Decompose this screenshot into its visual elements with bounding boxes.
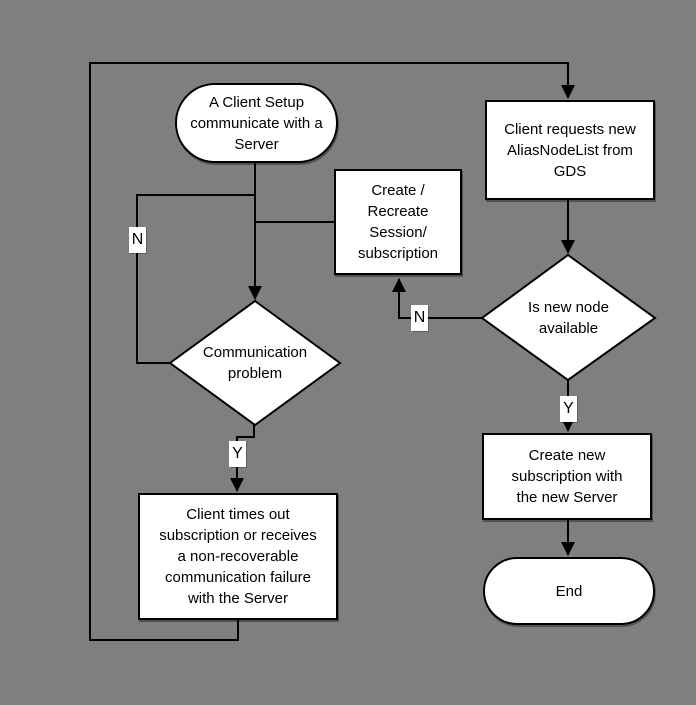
node-create-session-label: Create / Recreate Session/ subscription (357, 182, 439, 262)
edge-label-is-new-node-yes: Y (560, 396, 577, 422)
edge-label-comm-problem-yes: Y (229, 441, 246, 467)
node-start: A Client Setup communicate with a Server (175, 83, 338, 163)
node-create-new-sub: Create new subscription with the new Ser… (482, 433, 652, 520)
node-client-requests-label: Client requests new AliasNodeList from G… (504, 120, 636, 180)
node-is-new-node-diamond (480, 253, 657, 382)
node-start-label: A Client Setup communicate with a Server (190, 93, 323, 153)
edge-label-comm-problem-no: N (129, 227, 146, 253)
node-client-times-out-label: Client times out subscription or receive… (159, 506, 317, 607)
node-create-new-sub-label: Create new subscription with the new Ser… (511, 447, 623, 506)
node-end-label: End (555, 582, 583, 600)
edge-comm-problem-no-loop (136, 194, 255, 364)
edge-is-new-node-no-to-create-session (392, 278, 482, 319)
node-client-times-out: Client times out subscription or receive… (138, 493, 338, 620)
node-client-requests: Client requests new AliasNodeList from G… (485, 100, 655, 200)
node-comm-problem-diamond (168, 299, 342, 427)
node-end: End (483, 557, 655, 625)
node-create-session: Create / Recreate Session/ subscription (334, 169, 462, 275)
edge-label-is-new-node-no: N (411, 305, 428, 331)
edge-client-times-out-to-client-requests (89, 62, 575, 641)
